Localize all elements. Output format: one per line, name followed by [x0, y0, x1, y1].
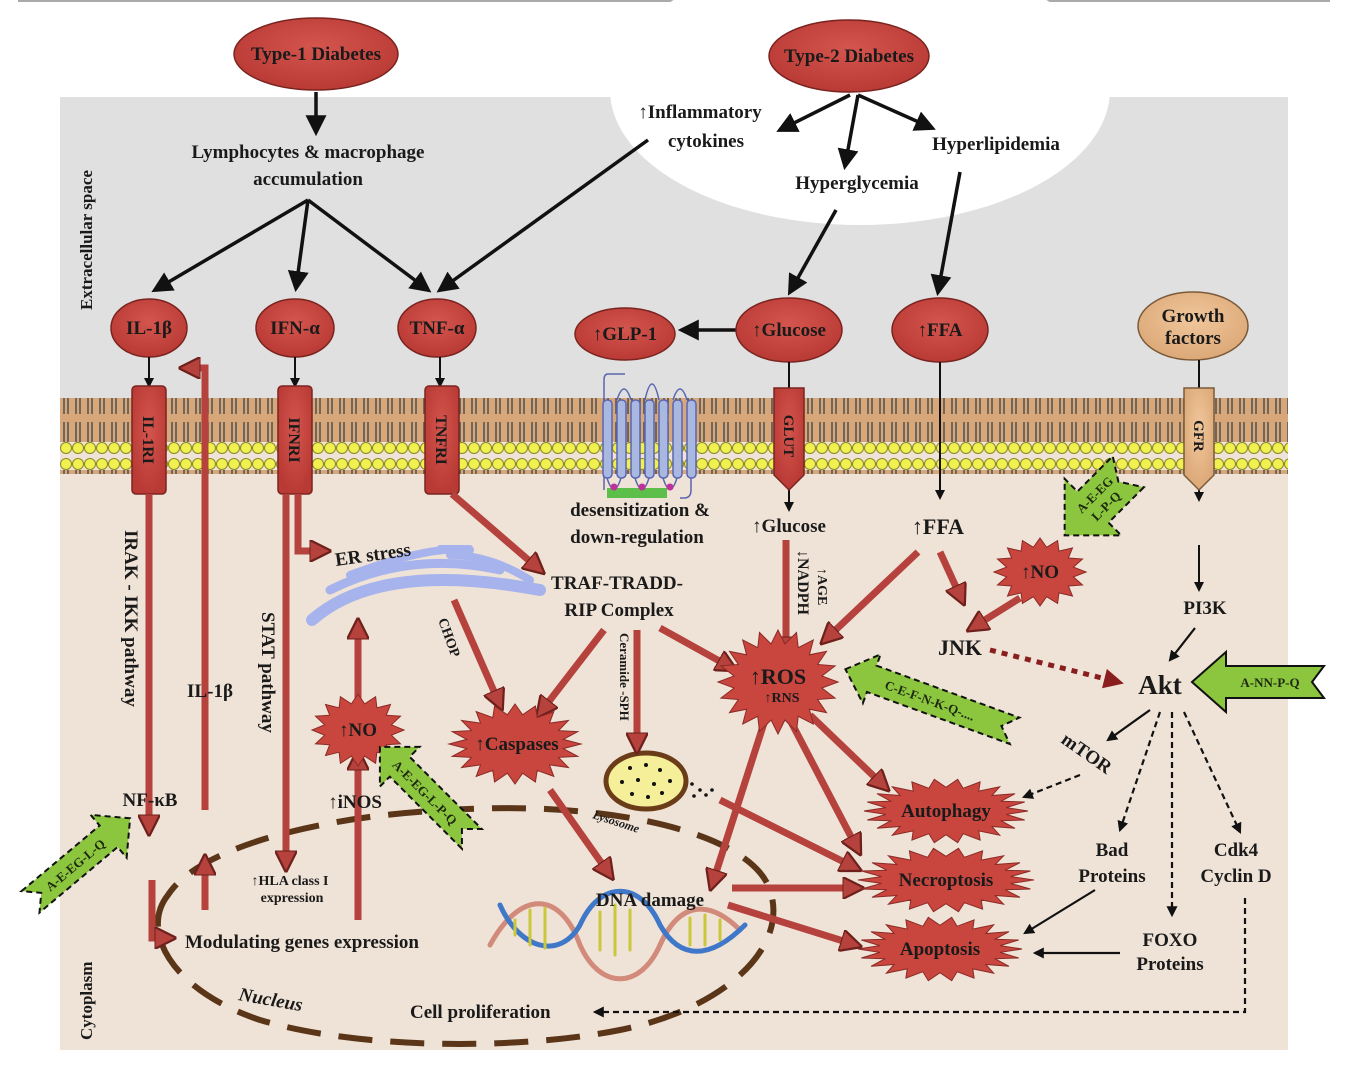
il1ri-label: IL-1RI: [139, 416, 156, 464]
factors-label: factors: [1165, 328, 1221, 349]
rip-complex-label: RIP Complex: [564, 600, 674, 621]
hyperglycemia-label: Hyperglycemia: [795, 173, 919, 194]
growth-label: Growth: [1162, 306, 1225, 327]
inhibitor-akt-label: A-NN-P-Q: [1240, 675, 1299, 690]
il1b-label: IL-1β: [126, 318, 172, 339]
ligand-tnfa: TNF-α: [397, 298, 477, 358]
akt-arrows: [592, 627, 1247, 1018]
endoplasmic-reticulum: [306, 545, 546, 626]
glucose-intracellular-label: ↑Glucose: [752, 516, 826, 537]
ffa-intracellular-label: ↑FFA: [912, 514, 964, 539]
hla-label: ↑HLA class I: [251, 874, 328, 889]
glp1-receptor: [602, 373, 697, 499]
foxo-proteins-label: Proteins: [1136, 954, 1203, 975]
dna-damage-label: DNA damage: [596, 890, 704, 911]
ligand-glucose: ↑Glucose: [735, 297, 843, 363]
cytoplasm-label: Cytoplasm: [77, 962, 96, 1040]
lymphocytes-label: Lymphocytes & macrophage: [192, 142, 425, 163]
bad-label: Bad: [1096, 840, 1129, 861]
necroptosis-star: [857, 847, 1035, 913]
apoptosis-star: [857, 916, 1023, 982]
irak-pathway-label: IRAK - IKK pathway: [120, 530, 141, 707]
traf-label: TRAF-TRADD-: [551, 573, 683, 594]
caspases-star: [447, 703, 583, 785]
tnfri-label: TNFRI: [432, 415, 449, 465]
ligand-receptor-arrows: [144, 357, 1204, 592]
modulating-genes-label: Modulating genes expression: [185, 932, 419, 953]
hyperlipidemia-label: Hyperlipidemia: [932, 134, 1060, 155]
caspases-label: ↑Caspases: [475, 734, 558, 755]
dna-helix-icon: [487, 888, 748, 982]
cdk4-label: Cdk4: [1214, 840, 1259, 861]
down-regulation-label: down-regulation: [570, 527, 704, 548]
nucleus-boundary: [155, 805, 777, 1047]
type2-zone: [610, 0, 1110, 225]
receptor-glut: GLUT: [773, 387, 805, 492]
inos-label: ↑iNOS: [328, 792, 382, 813]
type2-diabetes-node: [768, 19, 930, 93]
autophagy-label: Autophagy: [901, 801, 991, 822]
pi3k-label: PI3K: [1183, 598, 1227, 619]
ifna-label: IFN-α: [270, 318, 320, 339]
akt-label: Akt: [1138, 670, 1182, 700]
glucose-label: ↑Glucose: [752, 320, 826, 341]
extracellular-label: Extracellular space: [77, 170, 96, 310]
accumulation-label: accumulation: [253, 169, 363, 190]
ifnri-label: IFNRI: [285, 417, 302, 462]
inflammatory-label: ↑Inflammatory: [638, 102, 762, 123]
ligand-growth-factors: Growth factors: [1137, 291, 1249, 361]
type2-diabetes-label: Type-2 Diabetes: [784, 46, 914, 67]
inhibitor-no-right: A-E-EG L-P-Q: [1063, 454, 1146, 537]
il1b-intracellular-label: IL-1β: [187, 681, 233, 702]
ligand-ffa: ↑FFA: [891, 297, 989, 363]
no-left-label: ↑NO: [339, 720, 377, 741]
glp1-label: ↑GLP-1: [593, 324, 657, 345]
receptor-ifnri: IFNRI: [277, 385, 313, 495]
stat-pathway-label: STAT pathway: [257, 612, 278, 733]
ligand-ifna: IFN-α: [255, 298, 335, 358]
no-right-label: ↑NO: [1021, 562, 1059, 583]
glut-label: GLUT: [780, 415, 796, 458]
gfr-label: GFR: [1190, 420, 1206, 452]
type1-diabetes-label: Type-1 Diabetes: [251, 44, 381, 65]
receptor-gfr: GFR: [1183, 387, 1215, 492]
desensitization-label: desensitization &: [570, 500, 710, 521]
rns-label: ↑RNS: [764, 691, 799, 706]
cell-proliferation-label: Cell proliferation: [410, 1002, 551, 1023]
jnk-akt-arrow: [989, 647, 1124, 689]
autophagy-star: [863, 778, 1029, 844]
no-right-star: [992, 537, 1088, 607]
cyclin-d-label: Cyclin D: [1200, 866, 1271, 887]
hla-expression-label: expression: [261, 891, 324, 906]
apoptosis-label: Apoptosis: [900, 939, 980, 960]
extracellular-arrows: [151, 92, 962, 341]
bad-proteins-label: Proteins: [1078, 866, 1145, 887]
tnfa-label: TNF-α: [410, 318, 465, 339]
ros-star: [716, 628, 840, 736]
receptor-il1ri: IL-1RI: [131, 385, 167, 495]
type1-diabetes-node: [233, 17, 399, 91]
cytokines-label: cytokines: [668, 131, 744, 152]
necroptosis-label: Necroptosis: [899, 870, 994, 891]
inhibitor-akt: A-NN-P-Q: [1190, 649, 1326, 715]
jnk-label: JNK: [938, 635, 982, 660]
ligand-glp1: ↑GLP-1: [574, 307, 676, 361]
nfkb-label: NF-κB: [123, 790, 178, 811]
ros-label: ↑ROS: [750, 664, 806, 689]
foxo-label: FOXO: [1143, 930, 1198, 951]
signal-arrows: [149, 368, 1022, 945]
ligand-il1b: IL-1β: [110, 298, 188, 358]
ffa-label: ↑FFA: [917, 320, 962, 341]
receptor-tnfri: TNFRI: [424, 385, 460, 495]
nadph-label: ↓NADPH: [794, 550, 811, 615]
ceramide-label: Ceramide -SPH: [617, 633, 632, 721]
age-label: ↑AGE: [814, 568, 829, 605]
